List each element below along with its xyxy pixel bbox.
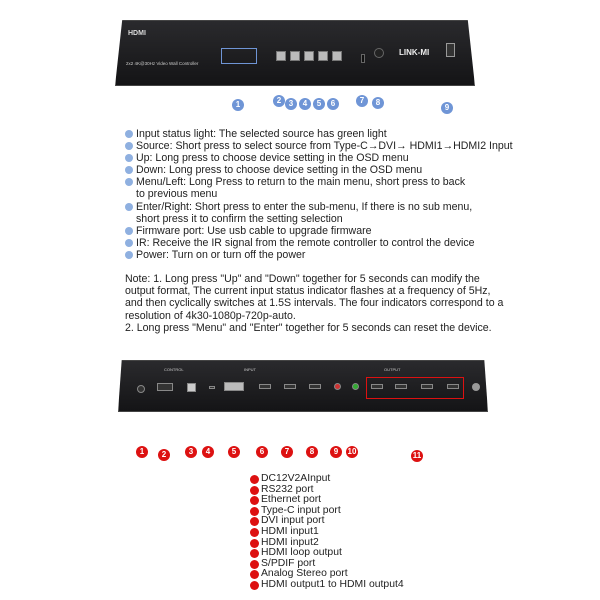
legend-item: Enter/Right: Short press to enter the su…: [125, 201, 513, 213]
ir-receiver: [374, 48, 384, 58]
legend-item: Up: Long press to choose device setting …: [125, 152, 513, 164]
callout-r10: 10: [346, 446, 358, 458]
note-line: and then cyclically switches at 1.5S int…: [125, 297, 504, 310]
output-group-frame: [366, 377, 464, 399]
callout-5: 5: [313, 98, 325, 110]
dc-jack[interactable]: [137, 385, 145, 393]
hdmi-output3[interactable]: [421, 384, 433, 389]
ground-screw-icon: [472, 383, 480, 391]
callout-6: 6: [327, 98, 339, 110]
menu-button[interactable]: [318, 51, 328, 61]
callout-9: 9: [441, 102, 453, 114]
hdmi-input1[interactable]: [259, 384, 271, 389]
legend-item: HDMI loop output: [250, 547, 404, 559]
note-line: Note: 1. Long press "Up" and "Down" toge…: [125, 273, 480, 285]
rear-legend: DC12V2AInput RS232 port Ethernet port Ty…: [250, 473, 404, 591]
legend-item: Menu/Left: Long Press to return to the m…: [125, 176, 513, 188]
spdif-port[interactable]: [334, 383, 341, 390]
legend-item: RS232 port: [250, 484, 404, 496]
callout-7: 7: [356, 95, 368, 107]
legend-item: DC12V2AInput: [250, 473, 404, 485]
legend-item-cont: short press it to confirm the setting se…: [136, 212, 343, 225]
callout-r7: 7: [281, 446, 293, 458]
hdmi-loop-output[interactable]: [309, 384, 321, 389]
type-c-port[interactable]: [209, 386, 215, 389]
callout-r5: 5: [228, 446, 240, 458]
front-legend: Input status light: The selected source …: [125, 128, 513, 261]
note: Note: 1. Long press "Up" and "Down" toge…: [125, 273, 505, 334]
legend-item: HDMI input2: [250, 537, 404, 549]
legend-item: Down: Long press to choose device settin…: [125, 164, 513, 176]
callout-r4: 4: [202, 446, 214, 458]
callout-r2: 2: [158, 449, 170, 461]
callout-r9: 9: [330, 446, 342, 458]
legend-item: Ethernet port: [250, 494, 404, 506]
hdmi-output2[interactable]: [395, 384, 407, 389]
callout-r1: 1: [136, 446, 148, 458]
up-button[interactable]: [290, 51, 300, 61]
ethernet-port[interactable]: [187, 383, 196, 392]
callout-3: 3: [285, 98, 297, 110]
legend-item-cont: to previous menu: [136, 188, 218, 201]
hdmi-input2[interactable]: [284, 384, 296, 389]
note-line: output format, The current input status …: [125, 285, 491, 298]
front-panel: HDMI 2x2 4K@30Hz Video Wall Controller L…: [115, 20, 475, 86]
input-status-lights: [221, 48, 257, 64]
source-button[interactable]: [276, 51, 286, 61]
callout-r11: 11: [411, 450, 423, 462]
note-line: 2. Long press "Menu" and "Enter" togethe…: [125, 321, 492, 334]
output-label: OUTPUT: [384, 367, 401, 372]
legend-item: DVI input port: [250, 516, 404, 527]
rs232-port[interactable]: [157, 383, 173, 391]
enter-button[interactable]: [332, 51, 342, 61]
legend-item: HDMI output1 to HDMI output4: [250, 579, 404, 591]
callout-1: 1: [232, 99, 244, 111]
legend-item: Input status light: The selected source …: [125, 128, 513, 140]
power-switch[interactable]: [446, 43, 455, 57]
rear-panel: CONTROL INPUT OUTPUT: [118, 360, 488, 412]
input-label: INPUT: [244, 367, 256, 372]
down-button[interactable]: [304, 51, 314, 61]
dvi-port[interactable]: [224, 382, 244, 391]
legend-item: Power: Turn on or turn off the power: [125, 249, 513, 261]
callout-8: 8: [372, 97, 384, 109]
audio-port[interactable]: [352, 383, 359, 390]
legend-item: Source: Short press to select source fro…: [125, 140, 513, 152]
hdmi-output4[interactable]: [447, 384, 459, 389]
control-label: CONTROL: [164, 367, 184, 372]
legend-item: Type-C input port: [250, 505, 404, 517]
callout-r8: 8: [306, 446, 318, 458]
hdmi-logo: HDMI: [128, 30, 146, 37]
firmware-port[interactable]: [361, 54, 365, 63]
legend-item: Analog Stereo port: [250, 569, 404, 580]
hdmi-output1[interactable]: [371, 384, 383, 389]
legend-item: S/PDIF port: [250, 558, 404, 570]
callout-r3: 3: [185, 446, 197, 458]
legend-item: IR: Receive the IR signal from the remot…: [125, 237, 513, 249]
brand-logo: LINK-MI: [399, 48, 430, 57]
legend-item: HDMI input1: [250, 526, 404, 538]
legend-item: Firmware port: Use usb cable to upgrade …: [125, 225, 513, 237]
model-label: 2x2 4K@30Hz Video Wall Controller: [126, 61, 199, 66]
note-line: resolution of 4k30-1080p-720p-auto.: [125, 309, 296, 322]
callout-r6: 6: [256, 446, 268, 458]
callout-2: 2: [273, 95, 285, 107]
callout-4: 4: [299, 98, 311, 110]
